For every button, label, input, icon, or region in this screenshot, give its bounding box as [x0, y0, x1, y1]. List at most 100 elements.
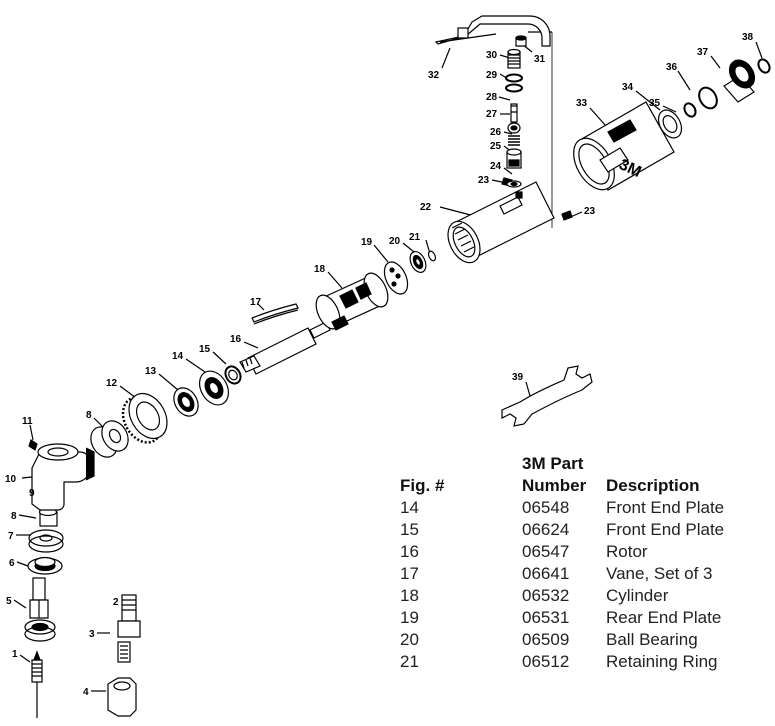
part-23-screw-side — [561, 210, 573, 221]
cell-description: Cylinder — [606, 586, 669, 605]
header-description: Description — [606, 476, 700, 495]
header-part-number: 3M Part Number — [522, 454, 587, 495]
table-row: 14 06548 Front End Plate — [400, 497, 730, 519]
cell-part-number: 06624 — [522, 520, 570, 539]
callout-39: 39 — [512, 372, 524, 383]
callout-3: 3 — [89, 629, 95, 640]
cell-part-number: 06512 — [522, 652, 570, 671]
part-2-inlet-bushing — [117, 594, 141, 638]
part-34-bearing — [657, 109, 683, 139]
part-35-o-ring — [683, 102, 697, 118]
table-row: 17 06641 Vane, Set of 3 — [400, 563, 730, 585]
part-22-housing — [447, 181, 555, 264]
cell-description: Rear End Plate — [606, 608, 722, 627]
callout-9: 9 — [29, 488, 35, 499]
part-8-bearing-lower — [28, 529, 64, 553]
callout-23-side: 23 — [584, 206, 596, 217]
callout-12: 12 — [106, 378, 118, 389]
part-31-pin — [515, 35, 527, 47]
part-37-inlet-fitting — [723, 59, 756, 103]
part-8-bearing-upper — [90, 420, 129, 458]
callout-14: 14 — [172, 351, 184, 362]
part-6-spindle — [29, 577, 49, 619]
callout-18: 18 — [314, 264, 326, 275]
header-fig: Fig. # — [400, 476, 445, 495]
cell-description: Ball Bearing — [606, 630, 698, 649]
callout-30: 30 — [486, 50, 498, 61]
table-header-row: Fig. # 3M Part Number Description — [400, 453, 730, 497]
callout-36: 36 — [666, 62, 678, 73]
callout-2: 2 — [113, 597, 119, 608]
table-row: 16 06547 Rotor — [400, 541, 730, 563]
callout-22: 22 — [420, 202, 432, 213]
part-38-ring — [757, 58, 771, 74]
cell-fig: 17 — [400, 564, 419, 583]
part-17-vanes — [251, 303, 299, 325]
cell-part-number: 06548 — [522, 498, 570, 517]
cell-description: Front End Plate — [606, 498, 725, 517]
cell-part-number: 06531 — [522, 608, 570, 627]
table-row: 21 06512 Retaining Ring — [400, 651, 730, 673]
callout-4: 4 — [83, 687, 89, 698]
part-36-washer — [698, 86, 718, 110]
cell-description: Vane, Set of 3 — [606, 564, 713, 583]
part-33-grip-sleeve — [573, 101, 675, 191]
part-30-throttle-valve — [507, 48, 521, 69]
part-13-ball-bearing — [173, 387, 199, 417]
cell-fig: 20 — [400, 630, 419, 649]
callout-15: 15 — [199, 344, 211, 355]
callout-6: 6 — [9, 558, 15, 569]
part-7-bearing — [27, 556, 63, 575]
callout-27: 27 — [486, 109, 498, 120]
part-1-valve-stem — [31, 650, 43, 718]
callout-17: 17 — [250, 297, 262, 308]
callout-8-lower: 8 — [11, 511, 17, 522]
callout-35: 35 — [649, 98, 661, 109]
parts-table: Fig. # 3M Part Number Description 14 065… — [400, 453, 730, 673]
part-15-front-end-plate — [224, 365, 242, 385]
part-14-front-end-plate — [198, 370, 230, 406]
cell-part-number: 06641 — [522, 564, 570, 583]
part-25-valve — [506, 148, 522, 169]
callout-13: 13 — [145, 366, 157, 377]
callout-labels: 1 2 3 4 5 6 7 8 9 10 11 8 12 13 14 15 16… — [5, 32, 754, 698]
callout-29: 29 — [486, 70, 498, 81]
callout-19: 19 — [361, 237, 373, 248]
callout-32: 32 — [428, 70, 440, 81]
part-21-retaining-ring — [427, 250, 437, 262]
part-10-angle-head-housing — [31, 443, 95, 511]
callout-38: 38 — [742, 32, 754, 43]
cell-part-number: 06547 — [522, 542, 570, 561]
part-27-spacer — [507, 122, 521, 134]
callout-11: 11 — [22, 416, 33, 427]
callout-10: 10 — [5, 474, 17, 485]
part-5-seal-washer — [24, 619, 56, 642]
callout-8-upper: 8 — [86, 410, 92, 421]
callout-33: 33 — [576, 98, 588, 109]
part-24-valve-seat — [506, 180, 522, 188]
cell-description: Front End Plate — [606, 520, 725, 539]
part-11-set-screw — [28, 439, 38, 451]
cell-fig: 15 — [400, 520, 419, 539]
cell-fig: 19 — [400, 608, 419, 627]
part-32-throttle-lever — [434, 15, 551, 47]
cell-description: Rotor — [606, 542, 648, 561]
table-row: 20 06509 Ball Bearing — [400, 629, 730, 651]
callout-24: 24 — [490, 161, 502, 172]
callout-16: 16 — [230, 334, 242, 345]
table-row: 18 06532 Cylinder — [400, 585, 730, 607]
part-28-pin — [510, 103, 518, 123]
callout-1: 1 — [12, 649, 18, 660]
table-row: 19 06531 Rear End Plate — [400, 607, 730, 629]
table-row: 15 06624 Front End Plate — [400, 519, 730, 541]
callout-5: 5 — [6, 596, 12, 607]
part-39-wrench — [501, 365, 593, 427]
cell-fig: 16 — [400, 542, 419, 561]
cell-fig: 18 — [400, 586, 419, 605]
part-3-screen — [117, 641, 131, 663]
callout-20: 20 — [389, 236, 401, 247]
callout-28: 28 — [486, 92, 498, 103]
cell-part-number: 06509 — [522, 630, 570, 649]
part-12-lock-nut — [121, 392, 168, 444]
